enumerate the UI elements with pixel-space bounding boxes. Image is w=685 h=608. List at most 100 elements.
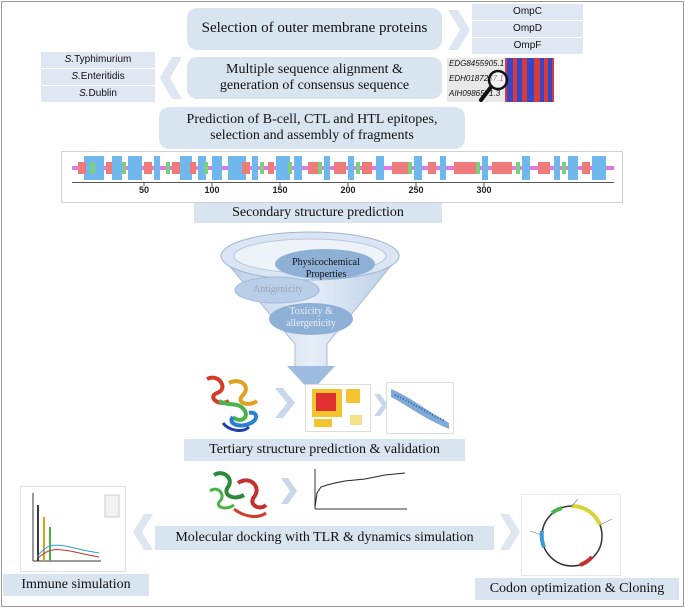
rmsd-canvas [314,469,407,510]
epitope-line-1: Prediction of B-cell, CTL and HTL epitop… [186,111,438,127]
protein-omp-d: OmpD [472,21,583,37]
ruler-axis [72,182,614,183]
chevron-right-icon [448,10,470,50]
codon-optimization-step: Codon optimization & Cloning [475,578,679,600]
plasmid-map [521,494,621,576]
strand-segment [522,156,530,180]
protein-omp-f: OmpF [472,38,583,54]
ruler-tick-label: 250 [408,185,424,195]
codon-optimization-label: Codon optimization & Cloning [489,580,665,596]
strand-segment [554,156,560,180]
serovar-enteritidis: S. Enteritidis [41,69,155,85]
turn-segment [318,162,322,174]
helix-segment [392,162,408,174]
protein-label: OmpD [513,23,542,35]
helix-segment [362,162,372,174]
strand-segment [128,156,142,180]
strand-segment [482,156,488,180]
turn-segment [166,162,170,174]
turn-segment [288,162,292,174]
epitope-line-2: selection and assembly of fragments [210,128,414,143]
tertiary-structure-label: Tertiary structure prediction & validati… [209,441,440,457]
docking-complex-icon [209,471,268,518]
chevron-right-icon [275,388,295,418]
immune-simulation-canvas [32,493,120,562]
ruler-tick-label: 200 [340,185,356,195]
helix-segment [454,162,476,174]
turn-segment [516,162,520,174]
alignment-line-2: generation of consensus sequence [219,78,410,93]
protein-label: OmpF [513,40,542,52]
strand-segment [276,156,290,180]
serovar-prefix: S. [71,71,81,83]
helix-segment [538,162,550,174]
helix-segment [106,162,112,174]
funnel-diagram [219,231,401,392]
serovar-prefix: S. [64,54,75,66]
helix-segment [492,162,512,174]
helix-segment [334,162,346,174]
docking-step: Molecular docking with TLR & dynamics si… [155,526,494,550]
strand-segment [440,156,446,180]
chevron-right-icon [500,514,520,550]
tertiary-structure-step: Tertiary structure prediction & validati… [184,439,465,461]
strand-segment [96,156,104,180]
antigenicity-label: Antigenicity [253,284,303,295]
helix-segment [144,162,152,174]
z-score-plot [386,382,454,434]
physicochemical-label: Physicochemical Properties [292,257,360,280]
turn-segment [476,162,480,174]
strand-segment [198,156,206,180]
strand-segment [348,156,354,180]
strand-segment [568,156,578,180]
protein-structure-image [199,371,269,435]
ramachandran-plot [305,384,371,432]
serovar-name: Enteritidis [80,71,125,83]
strand-segment [414,156,422,180]
ruler-tick-label: 150 [272,185,288,195]
turn-segment [204,162,208,174]
rmsd-plot [305,465,411,521]
immune-simulation-label: Immune simulation [21,576,131,592]
chevron-left-icon [133,514,153,550]
turn-segment [408,162,412,174]
chevron-left-icon [160,57,182,99]
sequence-map-canvas [72,156,614,186]
serovar-prefix: S. [79,88,89,100]
strand-segment [252,156,258,180]
immune-simulation-step: Immune simulation [3,574,149,596]
strand-segment [592,156,606,180]
alignment-colors [505,58,554,102]
alignment-id-3: AIH0986571.3 [449,89,501,98]
alignment-snippet: EDG8455905.1 EDH0187237.1 AIH0986571.3 [447,58,554,102]
strand-segment [212,156,222,180]
strand-segment [228,156,246,180]
helix-segment [428,162,436,174]
alignment-step: Multiple sequence alignment & generation… [187,57,442,99]
secondary-structure-label: Secondary structure prediction [232,204,404,220]
serovar-dublin: S. Dublin [41,86,155,102]
turn-segment [90,162,95,174]
ruler-tick-label: 100 [204,185,220,195]
ruler-tick-label: 300 [476,185,492,195]
helix-segment [190,162,196,174]
helix-segment [78,162,86,174]
secondary-structure-step: Secondary structure prediction [194,203,442,223]
turn-segment [356,162,360,174]
z-score-canvas [391,389,449,429]
selection-step-label: Selection of outer membrane proteins [201,20,428,37]
protein-omp-c: OmpC [472,4,583,20]
protein-label: OmpC [513,6,542,18]
ruler-tick-label: 50 [138,185,149,195]
strand-segment [112,156,122,180]
docking-complex-image [204,465,274,523]
epitope-step: Prediction of B-cell, CTL and HTL epitop… [159,107,465,149]
ramachandran-canvas [306,385,370,431]
alignment-id-2: EDH0187237.1 [449,74,504,83]
helix-segment [242,162,250,174]
sequence-map: 50 100 150 200 250 300 [61,151,623,203]
strand-segment [154,156,160,180]
strand-segment [376,156,384,180]
helix-segment [582,162,590,174]
